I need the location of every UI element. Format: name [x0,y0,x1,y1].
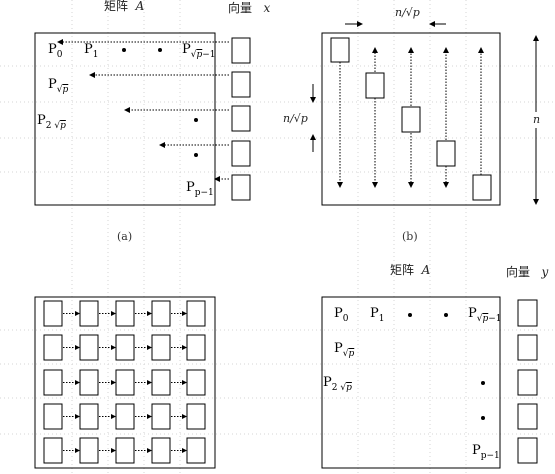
panel-b-top-label: n/√p [395,6,420,19]
panel-d-ellipsis-dot [481,416,485,420]
panel-a-vector-cell [231,140,251,167]
panel-c-block [79,403,99,430]
panel-a-matrix-box [34,32,216,206]
panel-a-ellipsis-dot [194,118,198,122]
panel-c-block [43,437,63,464]
panel-b-block [401,106,421,133]
panel-c-block [115,403,135,430]
panel-a-vector-cell [231,37,251,64]
panel-c-block [43,403,63,430]
panel-d-p2-sqrtp: P2 √p [323,375,352,393]
panel-d-p-sqrtp-minus1: P√p−1 [468,306,502,324]
panel-c-block [151,437,171,464]
panel-d-ellipsis-dot [481,381,485,385]
panel-c-block [186,437,206,464]
panel-d-matrix-label: 矩阵 A [390,263,431,277]
panel-a-p-sqrtp-minus1: P√p−1 [182,42,216,60]
panel-a-ellipsis-dot [158,48,162,52]
panel-c-block [186,369,206,396]
panel-c-block [79,300,99,327]
panel-c-block [151,300,171,327]
panel-c-block [79,334,99,361]
panel-b-block [472,174,492,201]
panel-b-block [436,140,456,167]
panel-d-vector-label: 向量 y [506,265,549,279]
panel-c-block [115,437,135,464]
panel-a-vector-cell [231,105,251,132]
panel-b-caption: (b) [402,230,418,243]
panel-a-matrix-label: 矩阵 A [104,0,145,13]
panel-d-p1: P1 [370,306,385,324]
panel-b-right-label: n [533,113,541,126]
panel-a-ellipsis-dot [194,153,198,157]
panel-d-p-sqrtp: P√p [334,341,355,359]
panel-c-block [186,300,206,327]
panel-a-p-last: Pp−1 [186,180,214,198]
panel-c-block [43,300,63,327]
panel-a-p-sqrtp: P√p [48,77,69,95]
panel-a-caption: (a) [117,230,133,243]
panel-c-block [115,369,135,396]
panel-c-block [79,369,99,396]
panel-d-p0: P0 [334,306,349,324]
panel-c-block [151,403,171,430]
panel-d-vector-cell [517,334,538,361]
panel-c-block [186,334,206,361]
panel-d-vector-cell [517,299,538,327]
panel-c-block [43,369,63,396]
panel-d-ellipsis-dot [408,313,412,317]
panel-d-ellipsis-dot [444,313,448,317]
panel-a-p2-sqrtp: P2 √p [37,113,66,131]
panel-b-block [365,72,385,99]
panel-c-block [115,334,135,361]
panel-d-matrix-box [321,296,501,469]
panel-a-vector-label: 向量 x [228,1,271,15]
panel-c-matrix-box [34,296,216,469]
panel-a-ellipsis-dot [122,48,126,52]
panel-a-vector-cell [231,174,251,201]
panel-b-block [330,37,350,63]
panel-c-block [43,334,63,361]
panel-d-vector-cell [517,369,538,396]
panel-b-matrix-box [321,32,501,206]
panel-a-p1: P1 [84,42,99,60]
panel-c-block [151,369,171,396]
panel-d-vector-cell [517,403,538,430]
panel-c-block [79,437,99,464]
panel-d-vector-cell [517,437,538,464]
panel-a-vector-cell [231,71,251,98]
panel-c-block [186,403,206,430]
panel-b-left-label: n/√p [283,112,308,125]
panel-c-block [151,334,171,361]
panel-a-p0: P0 [48,42,63,60]
panel-d-p-last: Pp−1 [472,443,500,461]
panel-c-block [115,300,135,327]
